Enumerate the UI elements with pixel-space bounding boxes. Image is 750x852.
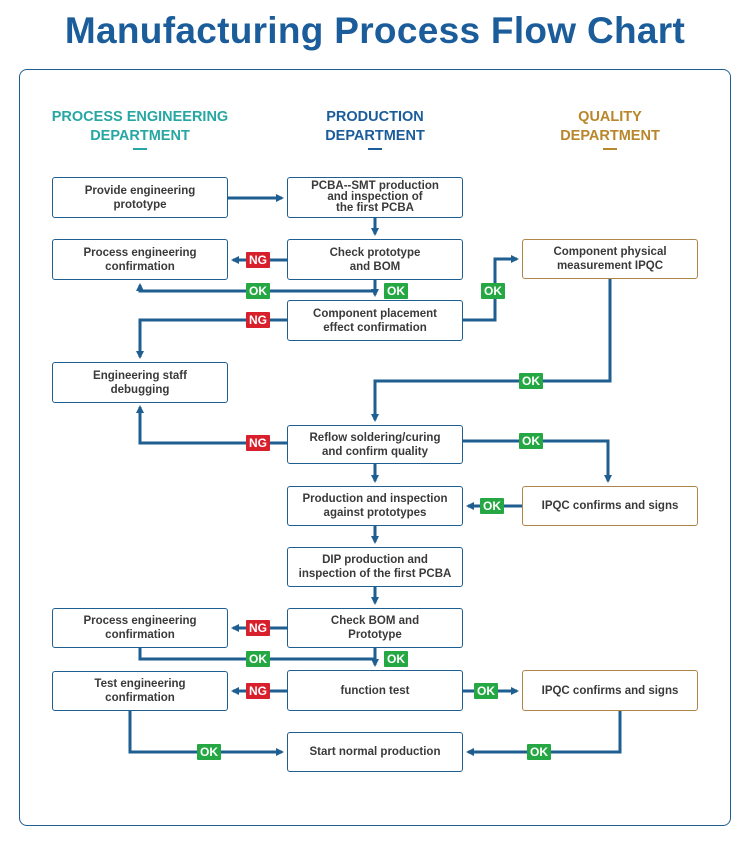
box-line: Production and inspection — [302, 493, 448, 505]
ng-tag: NG — [246, 435, 270, 451]
dept-underline — [603, 148, 617, 150]
ng-tag: NG — [246, 683, 270, 699]
box-line: and BOM — [349, 260, 401, 273]
box-line: Start normal production — [309, 746, 441, 758]
dept-underline — [133, 148, 147, 150]
box-line: Check prototype — [329, 246, 421, 259]
test-confirmation-box: Test engineering confirmation — [52, 671, 228, 711]
box-line: Reflow soldering/curing — [309, 431, 441, 444]
box-line: measurement IPQC — [556, 260, 664, 272]
box-line: Process engineering — [83, 615, 197, 627]
box-line: debugging — [110, 383, 170, 396]
box-line: against prototypes — [323, 507, 427, 519]
box-line: prototype — [113, 198, 167, 211]
box-line: effect confirmation — [323, 321, 427, 334]
dept-line: DEPARTMENT — [90, 128, 190, 144]
function-test-box: function test — [287, 670, 463, 711]
box-line: PCBA--SMT production — [311, 180, 439, 192]
box-line: Component placement — [313, 307, 437, 320]
box-line: and confirm quality — [321, 445, 429, 458]
dept-line: DEPARTMENT — [560, 128, 660, 144]
ok-tag: OK — [527, 744, 551, 760]
ok-tag: OK — [246, 651, 270, 667]
ok-tag: OK — [474, 683, 498, 699]
dept-underline — [368, 148, 382, 150]
ok-tag: OK — [246, 283, 270, 299]
dept-production: PRODUCTION DEPARTMENT — [275, 108, 475, 150]
ok-tag: OK — [384, 283, 408, 299]
ng-tag: NG — [246, 620, 270, 636]
box-line: Engineering staff — [93, 369, 187, 382]
box-line: DIP production and — [322, 554, 428, 566]
ok-tag: OK — [519, 433, 543, 449]
box-line: Process engineering — [83, 246, 197, 259]
box-line: confirmation — [105, 692, 175, 704]
box-line: the first PCBA — [336, 202, 414, 214]
ok-tag: OK — [480, 498, 504, 514]
dept-quality: QUALITY DEPARTMENT — [510, 108, 710, 150]
dept-line: QUALITY — [578, 109, 642, 125]
box-line: Provide engineering — [84, 184, 196, 197]
ng-tag: NG — [246, 252, 270, 268]
box-line: function test — [340, 684, 410, 697]
dept-process-engineering: PROCESS ENGINEERING DEPARTMENT — [40, 108, 240, 150]
box-line: inspection of the first PCBA — [298, 568, 452, 580]
ok-tag: OK — [384, 651, 408, 667]
box-line: Component physical — [553, 246, 667, 258]
dept-line: PRODUCTION — [326, 109, 424, 125]
ng-tag: NG — [246, 312, 270, 328]
process-confirmation-box-2: Process engineering confirmation — [52, 608, 228, 648]
chart-frame — [19, 69, 731, 826]
box-line: Prototype — [348, 629, 402, 641]
ipqc-signs-box-2: IPQC confirms and signs — [522, 670, 698, 711]
box-line: IPQC confirms and signs — [541, 684, 679, 697]
ok-tag: OK — [481, 283, 505, 299]
dept-line: PROCESS ENGINEERING — [51, 109, 229, 125]
production-inspection-box: Production and inspection against prototy… — [287, 486, 463, 526]
box-line: Test engineering — [94, 678, 186, 690]
box-line: confirmation — [105, 629, 175, 641]
ok-tag: OK — [519, 373, 543, 389]
start-production-box: Start normal production — [287, 732, 463, 772]
ipqc-signs-box: IPQC confirms and signs — [522, 486, 698, 526]
box-line: and inspection of — [327, 191, 423, 203]
component-measurement-box: Component physical measurement IPQC — [522, 239, 698, 279]
dip-production-box: DIP production and inspection of the firs… — [287, 547, 463, 587]
ok-tag: OK — [197, 744, 221, 760]
box-line: Check BOM and — [330, 615, 420, 627]
page-title: Manufacturing Process Flow Chart — [64, 10, 686, 51]
box-line: confirmation — [105, 260, 175, 273]
dept-line: DEPARTMENT — [325, 128, 425, 144]
box-line: IPQC confirms and signs — [541, 500, 679, 512]
